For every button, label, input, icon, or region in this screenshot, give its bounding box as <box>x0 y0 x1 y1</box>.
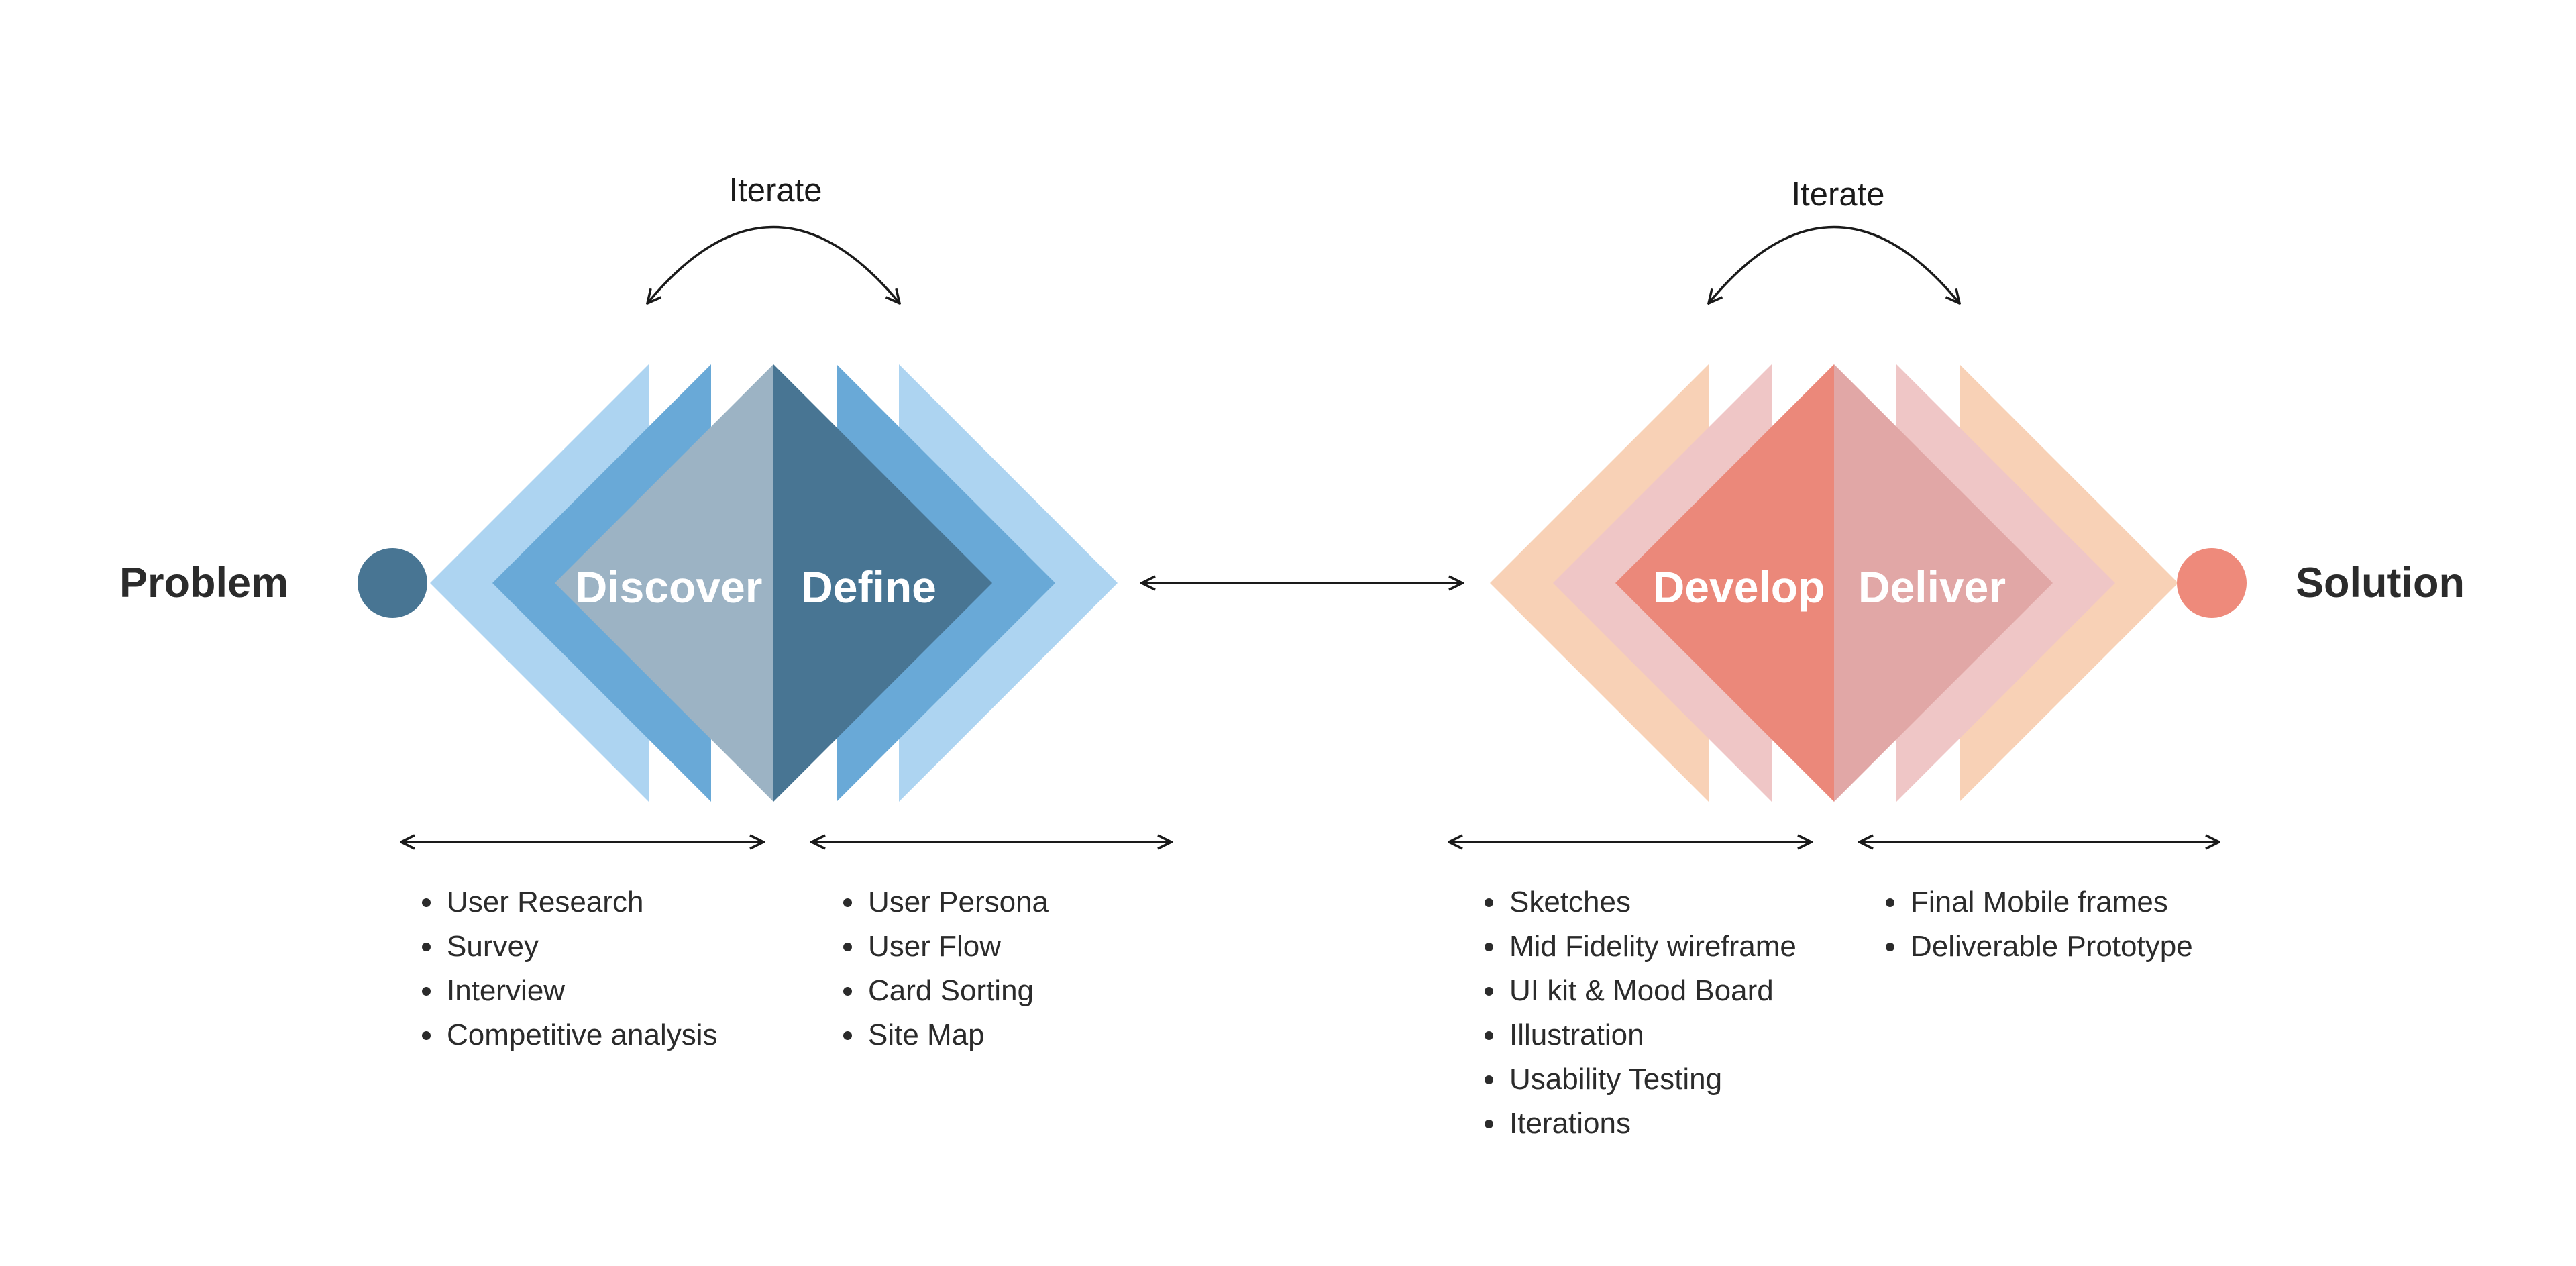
define-item-list: User Persona User Flow Card Sorting Site… <box>832 880 1049 1057</box>
list-item: Illustration <box>1507 1013 1796 1057</box>
list-item: User Research <box>444 880 718 925</box>
list-item: UI kit & Mood Board <box>1507 969 1796 1013</box>
problem-dot <box>358 548 427 618</box>
list-item: Card Sorting <box>865 969 1049 1013</box>
deliver-triangle <box>1834 364 2053 802</box>
deliver-item-list: Final Mobile frames Deliverable Prototyp… <box>1874 880 2193 969</box>
iterate-label-2: Iterate <box>1792 176 1885 213</box>
discover-triangle <box>555 364 773 802</box>
list-item: Mid Fidelity wireframe <box>1507 925 1796 969</box>
iterate-label-1: Iterate <box>729 172 822 209</box>
develop-item-list: Sketches Mid Fidelity wireframe UI kit &… <box>1473 880 1796 1146</box>
list-item: Interview <box>444 969 718 1013</box>
discover-item-list: User Research Survey Interview Competiti… <box>411 880 718 1057</box>
problem-label: Problem <box>119 560 288 606</box>
deliver-label: Deliver <box>1858 562 2006 612</box>
list-item: Survey <box>444 925 718 969</box>
list-item: Usability Testing <box>1507 1057 1796 1102</box>
diamond-1: Discover Define <box>430 364 1118 802</box>
discover-label: Discover <box>576 562 763 612</box>
list-item: User Persona <box>865 880 1049 925</box>
develop-label: Develop <box>1653 562 1825 612</box>
iterate-arc-2 <box>1709 225 1960 304</box>
develop-triangle <box>1615 364 1834 802</box>
list-item: User Flow <box>865 925 1049 969</box>
list-item: Sketches <box>1507 880 1796 925</box>
solution-dot <box>2177 548 2247 618</box>
diamond-2: Develop Deliver <box>1490 364 2178 802</box>
define-label: Define <box>801 562 936 612</box>
list-item: Competitive analysis <box>444 1013 718 1057</box>
iterate-arc-1 <box>647 225 900 304</box>
list-item: Iterations <box>1507 1102 1796 1146</box>
list-item: Deliverable Prototype <box>1908 925 2193 969</box>
list-item: Site Map <box>865 1013 1049 1057</box>
list-item: Final Mobile frames <box>1908 880 2193 925</box>
define-triangle <box>773 364 992 802</box>
solution-label: Solution <box>2296 560 2465 606</box>
